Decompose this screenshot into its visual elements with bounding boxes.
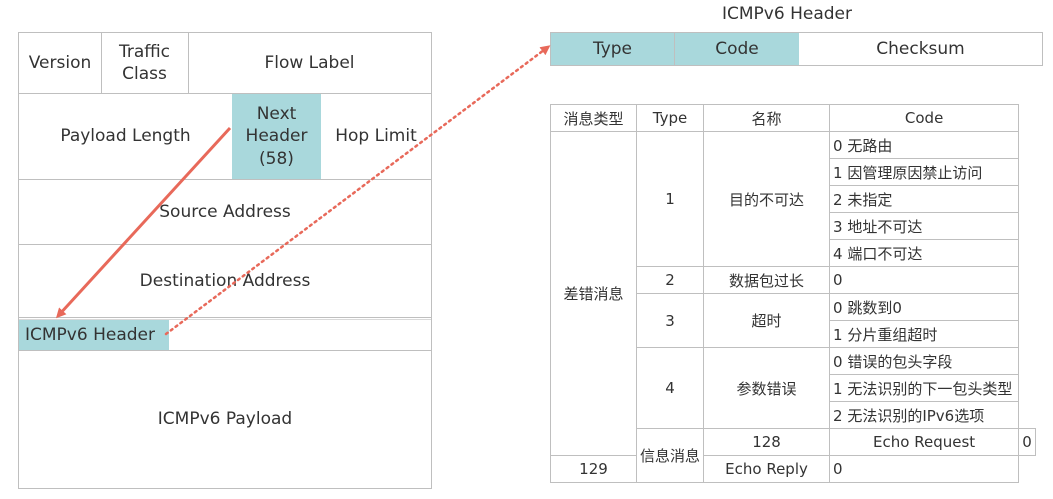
code-value: 1 因管理原因禁止访问 [829,158,1020,186]
header-type: Type [635,104,705,132]
type-value: 3 [635,293,705,348]
flow-label-field: Flow Label [264,52,355,73]
type-name: 数据包过长 [703,266,831,294]
table-row: 129 Echo Reply 0 [550,455,1036,483]
ipv6-packet-diagram: Version Traffic Class Flow Label Payload… [18,32,432,489]
type-field: Type [551,33,675,65]
icmpv6-header-detail: Type Code Checksum [550,32,1043,66]
code-value: 2 未指定 [829,185,1020,213]
code-value: 0 无路由 [829,131,1020,159]
table-row: 4 参数错误 0 错误的包头字段 [551,347,1036,429]
checksum-field: Checksum [876,39,965,59]
code-value: 1 分片重组超时 [829,320,1020,348]
table-row: 1 无法识别的下一包头类型 [551,374,1036,402]
category-info: 信息消息 [635,428,705,483]
type-name: Echo Reply [703,455,831,483]
table-row: 2 数据包过长 0 [551,266,1036,294]
code-value: 3 地址不可达 [829,212,1020,240]
table-row: 差错消息 1 目的不可达 0 无路由 [550,131,1036,456]
table-row: 1 分片重组超时 [551,320,1036,348]
table-row: 2 未指定 [551,185,1036,213]
icmpv6-header-field: ICMPv6 Header [19,320,169,350]
type-value: 4 [635,347,705,429]
table-row: 2 无法识别的IPv6选项 [551,401,1036,429]
icmpv6-header-title: ICMPv6 Header [722,4,852,24]
hop-limit-field: Hop Limit [335,126,417,147]
table-row: 信息消息 128 Echo Request 0 [551,428,1036,483]
type-value: 128 [703,428,831,456]
code-value: 0 [829,266,1020,294]
type-value: 1 [635,131,705,267]
code-value: 1 无法识别的下一包头类型 [829,374,1020,402]
type-name: 超时 [703,293,831,348]
icmpv6-message-table: 消息类型 Type 名称 Code 差错消息 1 目的不可达 0 无路由 1 因… [550,104,1036,483]
header-code: Code [829,104,1020,132]
payload-length-field: Payload Length [60,126,191,147]
icmpv6-payload-field: ICMPv6 Payload [157,409,293,430]
code-value: 0 [1018,428,1036,456]
code-value: 4 端口不可达 [829,239,1020,267]
table-row: 1 因管理原因禁止访问 [551,158,1036,186]
next-header-field: Next Header (58) [232,94,321,179]
code-value: 0 错误的包头字段 [829,347,1020,375]
table-header-row: 消息类型 Type 名称 Code [550,104,1036,132]
type-value: 2 [635,266,705,294]
header-message-type: 消息类型 [550,104,637,132]
type-value: 129 [550,455,637,483]
traffic-class-field: Traffic Class [118,41,171,84]
type-name: 参数错误 [703,347,831,429]
code-value: 2 无法识别的IPv6选项 [829,401,1020,429]
type-name: 目的不可达 [703,131,831,267]
destination-address-field: Destination Address [139,270,311,291]
type-name: Echo Request [829,428,1020,456]
code-value: 0 [829,455,1020,483]
code-value: 0 跳数到0 [829,293,1020,321]
header-name: 名称 [703,104,831,132]
code-field: Code [675,33,799,65]
category-error: 差错消息 [550,131,637,456]
version-field: Version [28,52,92,73]
table-row: 4 端口不可达 [551,239,1036,267]
source-address-field: Source Address [159,201,291,222]
